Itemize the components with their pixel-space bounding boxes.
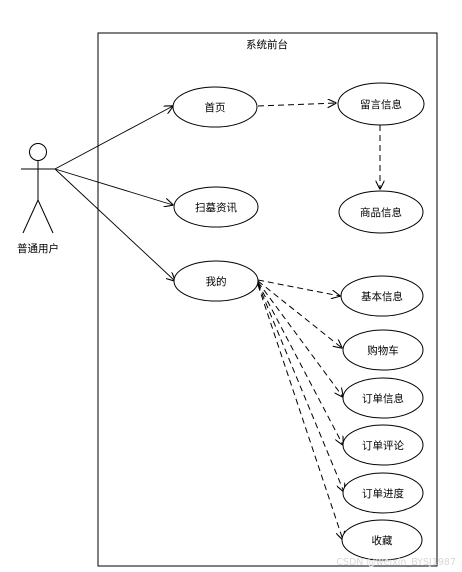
dep-mine-order-review <box>257 282 343 445</box>
dep-mine-cart <box>257 280 342 348</box>
watermark: CSDN @weixin_BYSJ1987 <box>336 557 456 568</box>
actor-leg-right <box>37 199 54 234</box>
use-case-mine <box>173 260 259 302</box>
use-case-cart <box>342 329 424 371</box>
use-case-order-info-label: 订单信息 <box>362 392 404 405</box>
actor-leg-left <box>22 199 39 234</box>
assoc-actor-mine <box>54 168 175 281</box>
dep-mine-basic-info <box>257 279 340 296</box>
assoc-actor-home <box>54 106 173 170</box>
use-case-message-label: 留言信息 <box>360 98 402 111</box>
use-case-order-review <box>342 424 424 466</box>
use-case-favorites <box>341 519 423 561</box>
system-title: 系统前台 <box>246 38 288 51</box>
use-case-message <box>337 82 425 126</box>
dep-mine-favorites <box>257 284 343 540</box>
system-boundary <box>97 32 438 567</box>
use-case-order-progress <box>342 472 424 514</box>
use-case-scan-label: 扫墓资讯 <box>195 201 237 214</box>
assoc-actor-scan <box>54 168 173 205</box>
use-case-home <box>172 86 258 128</box>
use-case-order-info <box>342 377 424 419</box>
use-case-product-label: 商品信息 <box>360 206 402 219</box>
use-case-product <box>338 190 424 234</box>
actor-figure <box>21 143 55 234</box>
use-case-mine-label: 我的 <box>206 275 227 288</box>
use-case-cart-label: 购物车 <box>367 344 399 357</box>
use-case-basic-info-label: 基本信息 <box>361 290 403 303</box>
dep-mine-order-info <box>257 281 343 397</box>
dep-mine-order-progress <box>257 283 344 492</box>
use-case-order-progress-label: 订单进度 <box>362 487 404 500</box>
use-case-favorites-label: 收藏 <box>372 534 393 547</box>
actor-label: 普通用户 <box>17 242 59 255</box>
use-case-basic-info <box>340 275 424 317</box>
use-case-home-label: 首页 <box>205 101 226 114</box>
actor-head <box>29 143 47 161</box>
use-case-scan <box>173 186 259 228</box>
dep-home-message <box>257 103 336 106</box>
use-case-order-review-label: 订单评论 <box>362 439 404 452</box>
